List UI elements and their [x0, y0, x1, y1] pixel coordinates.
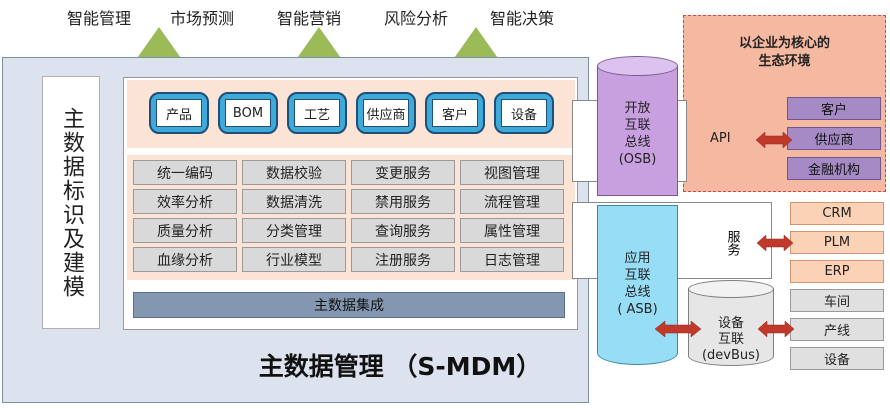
entity-label: 设备: [501, 99, 547, 127]
service-cell: 行业模型: [242, 247, 346, 272]
equipment-device: 设备: [790, 347, 884, 370]
service-cell: 数据校验: [242, 160, 346, 185]
devbus-line: 互联: [717, 332, 744, 347]
entity-supplier: 供应商: [356, 92, 416, 134]
entity-label: 产品: [156, 99, 202, 127]
asb-cylinder: [597, 205, 678, 365]
service-cell: 属性管理: [460, 218, 564, 243]
ecosystem-title-line1: 以企业为核心的: [738, 36, 830, 51]
asb-line: ( ASB): [617, 302, 658, 317]
triangle-marker-1: [135, 27, 183, 61]
service-cell: 统一编码: [133, 160, 237, 185]
entity-label: 供应商: [363, 99, 409, 127]
service-cell: 流程管理: [460, 189, 564, 214]
service-cell: 视图管理: [460, 160, 564, 185]
api-label: API: [710, 131, 731, 146]
service-cell: 变更服务: [351, 160, 455, 185]
service-cell: 禁用服务: [351, 189, 455, 214]
system-plm: PLM: [790, 231, 884, 254]
top-label-4: 风险分析: [384, 9, 449, 28]
service-cell: 数据清洗: [242, 189, 346, 214]
arrow-service-systems: [756, 234, 794, 252]
osb-line: 开放: [624, 101, 651, 116]
asb-label: 应用 互联 总线 ( ASB): [597, 250, 678, 318]
service-cell: 效率分析: [133, 189, 237, 214]
system-erp: ERP: [790, 260, 884, 283]
service-cell: 血缘分析: [133, 247, 237, 272]
triangle-marker-3: [452, 27, 500, 61]
main-title: 主数据管理 （S-MDM）: [258, 352, 542, 381]
osb-line: 总线: [624, 135, 651, 150]
entity-bom: BOM: [218, 92, 278, 134]
top-label-1: 智能管理: [67, 9, 132, 28]
devbus-label: 设备 互联 (devBus): [688, 316, 774, 364]
service-cell: 日志管理: [460, 247, 564, 272]
devbus-cylinder-top: [688, 280, 774, 298]
asb-line: 应用: [624, 251, 651, 266]
osb-cylinder-top: [597, 56, 678, 76]
arrow-asb-devbus: [654, 320, 702, 338]
ecosystem-title: 以企业为核心的 生态环境: [683, 35, 886, 71]
service-label: 服务: [724, 230, 740, 256]
asb-line: 总线: [624, 285, 651, 300]
osb-cylinder: [597, 66, 678, 196]
equipment-workshop: 车间: [790, 289, 884, 312]
entity-customer: 客户: [425, 92, 485, 134]
eco-item-supplier: 供应商: [787, 127, 881, 150]
eco-item-finance: 金融机构: [787, 157, 881, 180]
top-label-5: 智能决策: [490, 9, 555, 28]
integration-bar: 主数据集成: [133, 292, 565, 318]
triangle-marker-2: [295, 27, 343, 61]
osb-line: 互联: [624, 118, 651, 133]
equipment-line: 产线: [790, 318, 884, 341]
arrow-devbus-equipment: [757, 320, 795, 338]
service-cell: 查询服务: [351, 218, 455, 243]
entity-label: 客户: [432, 99, 478, 127]
ecosystem-title-line2: 生态环境: [758, 54, 811, 69]
top-label-2: 市场预测: [170, 9, 235, 28]
vertical-title: 主数据标识及建模: [42, 76, 100, 329]
eco-item-customer: 客户: [787, 97, 881, 120]
devbus-line: (devBus): [701, 348, 761, 363]
entity-equipment: 设备: [494, 92, 554, 134]
osb-line: (OSB): [618, 152, 657, 167]
service-cell: 分类管理: [242, 218, 346, 243]
asb-line: 互联: [624, 268, 651, 283]
entity-label: 工艺: [294, 99, 340, 127]
devbus-line: 设备: [717, 316, 744, 331]
top-label-3: 智能营销: [277, 9, 342, 28]
service-cell: 注册服务: [351, 247, 455, 272]
devbus-cylinder: [688, 288, 774, 366]
service-cell: 质量分析: [133, 218, 237, 243]
entity-product: 产品: [149, 92, 209, 134]
osb-label: 开放 互联 总线 (OSB): [597, 100, 678, 168]
entity-label: BOM: [225, 99, 271, 127]
arrow-api-ecosystem: [755, 131, 793, 149]
system-crm: CRM: [790, 202, 884, 225]
entity-process: 工艺: [287, 92, 347, 134]
